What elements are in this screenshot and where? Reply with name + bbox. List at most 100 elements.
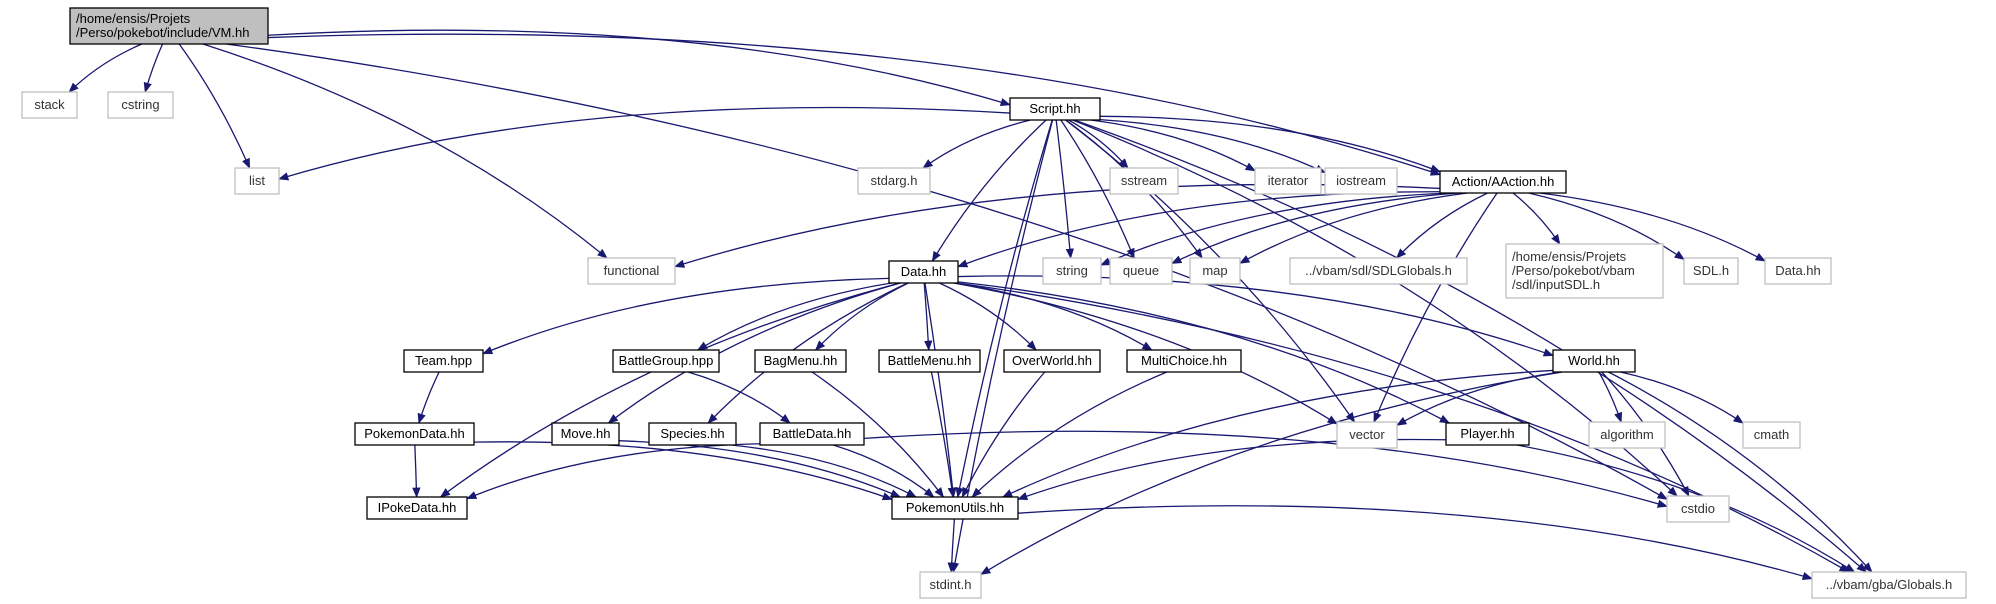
node-script[interactable]: Script.hh [1009,97,1101,121]
edge-aaction-to-datahh2 [1539,192,1766,262]
edge-script-to-stdarg [922,119,1031,169]
edge-world-to-pokemonutils [1001,369,1554,498]
node-team[interactable]: Team.hpp [403,349,484,373]
edge-vm-to-functional [202,43,608,259]
node-data-label-line: Data.hh [901,264,947,279]
node-ipokedata[interactable]: IPokeData.hh [366,496,468,520]
edge-data-to-vector [953,282,1338,425]
node-overworld-label-line: OverWorld.hh [1012,353,1092,368]
node-sstream-label-line: sstream [1121,173,1167,188]
node-stdint-label-line: stdint.h [930,577,972,592]
node-pokemondata[interactable]: PokemonData.hh [354,422,475,446]
node-species-box [648,422,737,446]
node-vm[interactable]: /home/ensis/Projets/Perso/pokebot/includ… [69,7,269,45]
edge-data-to-multichoice [955,282,1153,351]
node-sdlglobals: ../vbam/sdl/SDLGlobals.h [1289,257,1468,285]
node-list-box [234,167,280,195]
node-pokemonutils[interactable]: PokemonUtils.hh [891,496,1019,520]
edge-script-to-iostream [1099,118,1326,174]
node-map-box [1189,257,1241,285]
node-player-label-line: Player.hh [1460,426,1514,441]
node-pokemonutils-label-line: PokemonUtils.hh [906,500,1004,515]
node-battlemenu[interactable]: BattleMenu.hh [878,349,981,373]
node-sdlglobals-box [1289,257,1468,285]
node-sdl-label-line: SDL.h [1693,263,1729,278]
node-battledata[interactable]: BattleData.hh [759,422,865,446]
node-iostream-label-line: iostream [1336,173,1386,188]
node-cstdio-label-line: cstdio [1681,501,1715,516]
node-bagmenu[interactable]: BagMenu.hh [754,349,847,373]
node-datahh2-label-line: Data.hh [1775,263,1821,278]
node-world-box [1552,349,1636,373]
edge-battlegroup-to-battledata [687,371,791,424]
node-datahh2: Data.hh [1764,257,1832,285]
node-cmath-label-line: cmath [1754,427,1789,442]
edge-aaction-to-string [1100,192,1450,266]
node-globals: ../vbam/gba/Globals.h [1811,571,1967,599]
node-battlegroup[interactable]: BattleGroup.hpp [612,349,720,373]
node-stdint-box [919,571,982,599]
edge-vm-to-stack [68,43,143,93]
node-stdarg-box [857,167,931,195]
edge-script-to-data [931,119,1047,262]
edge-script-to-queue [1060,119,1135,259]
node-move-label-line: Move.hh [561,426,611,441]
node-vector-box [1336,421,1398,449]
node-vector: vector [1336,421,1398,449]
node-multichoice[interactable]: MultiChoice.hh [1126,349,1242,373]
edge-aaction-to-map [1239,192,1468,264]
edge-data-to-team [482,277,890,355]
node-ipokedata-box [366,496,468,520]
node-aaction-box [1439,170,1567,194]
node-pokemondata-label-line: PokemonData.hh [364,426,464,441]
edge-vm-to-cstring [143,43,164,93]
node-bagmenu-box [754,349,847,373]
node-datahh2-box [1764,257,1832,285]
node-battlegroup-label-line: BattleGroup.hpp [619,353,714,368]
node-data[interactable]: Data.hh [888,260,959,284]
node-multichoice-label-line: MultiChoice.hh [1141,353,1227,368]
node-list-label-line: list [249,173,265,188]
edge-data-to-battlemenu [923,282,933,352]
node-queue-label-line: queue [1123,263,1159,278]
node-string-label-line: string [1056,263,1088,278]
edge-world-to-cmath [1620,371,1744,424]
node-move[interactable]: Move.hh [551,422,620,446]
node-cstdio: cstdio [1666,495,1730,523]
edge-script-to-pokemonutils [955,119,1053,499]
node-aaction[interactable]: Action/AAction.hh [1439,170,1567,194]
node-layer: /home/ensis/Projets/Perso/pokebot/includ… [21,7,1967,599]
node-inputsdl-label-line: /sdl/inputSDL.h [1512,277,1600,292]
edge-data-to-ipokedata [439,282,901,498]
edge-world-to-stdint [980,371,1563,575]
node-stack: stack [21,91,78,119]
node-sstream-box [1109,167,1179,195]
node-sdlglobals-label-line: ../vbam/sdl/SDLGlobals.h [1305,263,1452,278]
node-list: list [234,167,280,195]
node-world-label-line: World.hh [1568,353,1620,368]
node-cstdio-box [1666,495,1730,523]
edge-pokemonutils-to-stdint [947,518,956,574]
node-overworld[interactable]: OverWorld.hh [1003,349,1101,373]
edge-aaction-to-sdlglobals [1395,192,1488,259]
edge-world-to-algorithm [1598,371,1623,423]
edge-vm-to-list [178,43,251,169]
node-world[interactable]: World.hh [1552,349,1636,373]
node-player-box [1445,422,1530,446]
node-player[interactable]: Player.hh [1445,422,1530,446]
node-stdarg: stdarg.h [857,167,931,195]
node-overworld-box [1003,349,1101,373]
node-vector-label-line: vector [1349,427,1385,442]
node-cmath: cmath [1742,421,1801,449]
edge-pokemonutils-to-globals [1017,505,1813,581]
edge-script-to-list [278,106,1011,181]
edge-world-to-vector [1396,371,1561,426]
edge-species-to-pokemonutils [731,444,917,498]
node-iterator-box [1254,167,1322,195]
node-vm-box [69,7,269,45]
node-team-label-line: Team.hpp [415,353,472,368]
node-species[interactable]: Species.hh [648,422,737,446]
node-globals-label-line: ../vbam/gba/Globals.h [1826,577,1952,592]
edge-aaction-to-inputsdl [1512,192,1561,245]
